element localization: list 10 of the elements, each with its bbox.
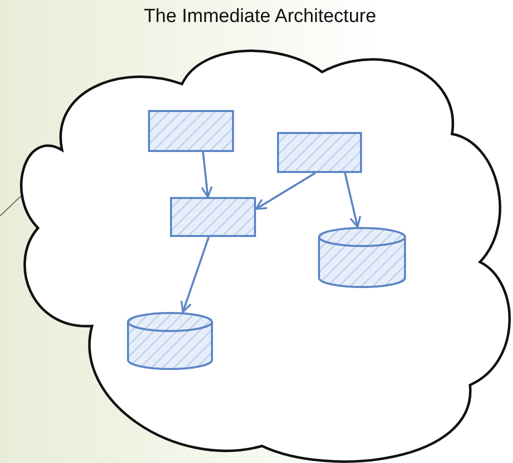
database-cylinder	[318, 227, 406, 288]
hatched-box	[148, 110, 234, 152]
diagram-title: The Immediate Architecture	[142, 6, 378, 28]
hatched-box	[170, 197, 256, 237]
arrow	[200, 152, 213, 198]
hatched-box	[277, 132, 362, 173]
database-cylinder	[127, 312, 213, 370]
arrow	[344, 172, 362, 228]
arrow	[180, 236, 210, 313]
arrow	[255, 172, 316, 210]
